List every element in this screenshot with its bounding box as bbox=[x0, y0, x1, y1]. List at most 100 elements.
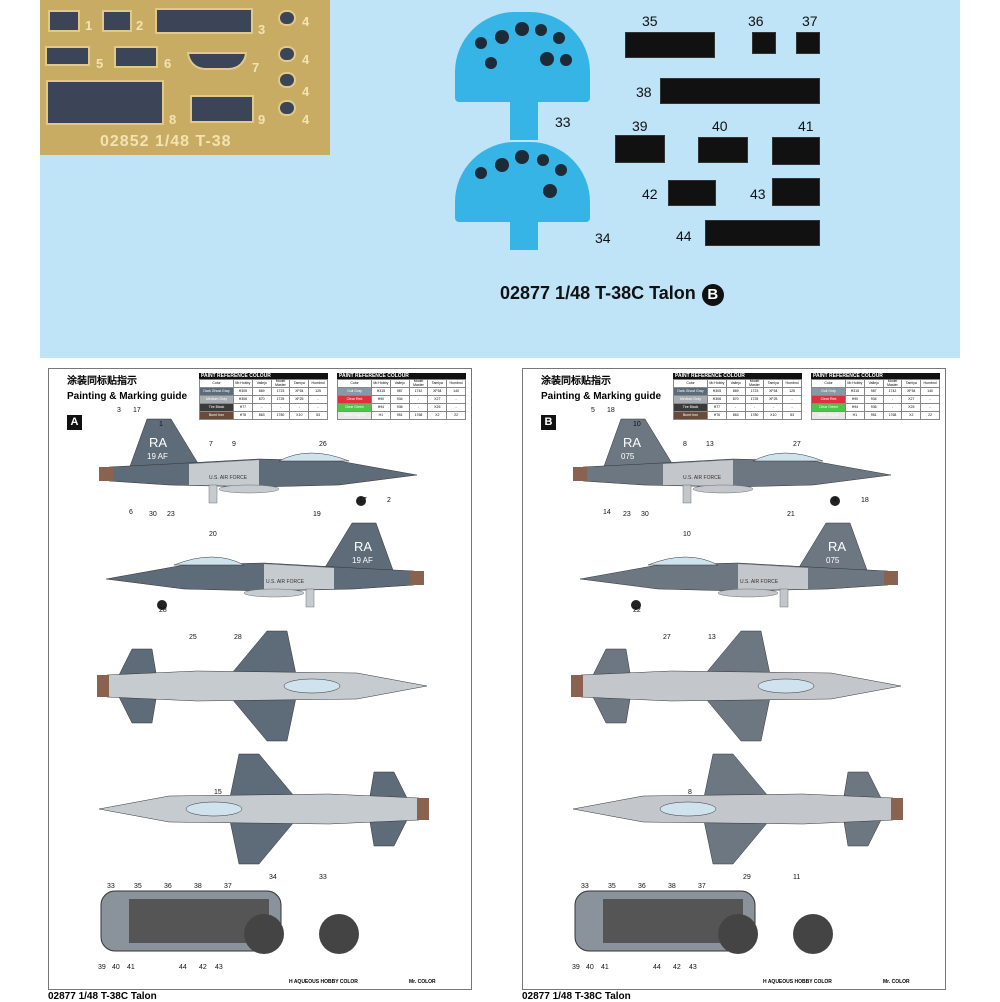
callout-number: 29 bbox=[743, 874, 751, 881]
callout-number: 27 bbox=[663, 634, 671, 641]
scheme-letter: B bbox=[541, 415, 556, 430]
aircraft-side-view: RA 19 AF U.S. AIR FORCE bbox=[99, 418, 418, 506]
decal-35 bbox=[625, 32, 715, 58]
instrument-panel-decal-33 bbox=[455, 12, 590, 102]
legend-mr-color: Mr. COLOR bbox=[409, 979, 436, 985]
callout-number: 28 bbox=[234, 634, 242, 641]
decal-number: 38 bbox=[636, 84, 652, 100]
guide-title-chinese: 涂装同标贴指示 bbox=[541, 376, 611, 387]
callout-number: 23 bbox=[167, 511, 175, 518]
tail-sub: 19 AF bbox=[147, 452, 168, 461]
tail-code: RA bbox=[354, 539, 372, 554]
cockpit-tub-parts bbox=[100, 890, 359, 954]
scheme-letter: A bbox=[67, 415, 82, 430]
fuselage-text: U.S. AIR FORCE bbox=[266, 579, 305, 585]
decal-44 bbox=[705, 220, 820, 246]
callout-number: 39 bbox=[98, 964, 106, 971]
callout-number: 33 bbox=[581, 883, 589, 890]
decal-41 bbox=[772, 137, 820, 165]
part-number: 4 bbox=[302, 84, 310, 99]
callout-number: 10 bbox=[683, 531, 691, 538]
decal-number: 40 bbox=[712, 118, 728, 134]
part-number: 6 bbox=[164, 56, 172, 71]
part-number: 4 bbox=[302, 112, 310, 127]
callout-number: 17 bbox=[359, 497, 367, 504]
decal-number: 43 bbox=[750, 186, 766, 202]
decal-38 bbox=[660, 78, 820, 104]
part-number: 1 bbox=[85, 18, 93, 33]
aircraft-plan-view bbox=[98, 753, 429, 865]
callout-number: 14 bbox=[603, 509, 611, 516]
aircraft-plan-view bbox=[572, 753, 903, 865]
callout-number: 37 bbox=[698, 883, 706, 890]
callout-number: 43 bbox=[215, 964, 223, 971]
callout-number: 36 bbox=[638, 883, 646, 890]
callout-number: 19 bbox=[313, 511, 321, 518]
tail-code: RA bbox=[623, 435, 641, 450]
guide-title-chinese: 涂装同标贴指示 bbox=[67, 376, 137, 387]
callout-number: 1 bbox=[159, 421, 163, 428]
callout-number: 20 bbox=[209, 531, 217, 538]
callout-number: 38 bbox=[194, 883, 202, 890]
guide-title: Painting & Marking guide bbox=[541, 391, 662, 402]
part-number: 3 bbox=[258, 22, 266, 37]
callout-number: 37 bbox=[224, 883, 232, 890]
footer-code: 02877 1/48 T-38C Talon bbox=[522, 991, 631, 1002]
callout-number: 41 bbox=[601, 964, 609, 971]
legend-aqueous: H AQUEOUS HOBBY COLOR bbox=[289, 979, 358, 985]
callout-number: 18 bbox=[861, 497, 869, 504]
callout-number: 42 bbox=[199, 964, 207, 971]
footer-code: 02877 1/48 T-38C Talon bbox=[48, 991, 157, 1002]
tail-code: RA bbox=[149, 435, 167, 450]
callout-number: 8 bbox=[683, 441, 687, 448]
instrument-panel-console bbox=[510, 210, 538, 250]
instrument-panel-decal-34 bbox=[455, 142, 590, 222]
decal-number: 44 bbox=[676, 228, 692, 244]
callout-number: 40 bbox=[586, 964, 594, 971]
callout-number: 18 bbox=[607, 407, 615, 414]
callout-number: 41 bbox=[127, 964, 135, 971]
decal-39 bbox=[615, 135, 665, 163]
decal-40 bbox=[698, 137, 748, 163]
callout-number: 39 bbox=[572, 964, 580, 971]
decal-number: 39 bbox=[632, 118, 648, 134]
tail-sub: 075 bbox=[621, 452, 635, 461]
aircraft-plan-view bbox=[97, 630, 428, 742]
callout-number: 21 bbox=[787, 511, 795, 518]
aircraft-plan-view bbox=[571, 630, 902, 742]
callout-number: 13 bbox=[706, 441, 714, 448]
callout-number: 30 bbox=[641, 511, 649, 518]
aircraft-side-view: RA 19 AF U.S. AIR FORCE bbox=[105, 522, 424, 610]
sheet-letter-badge: B bbox=[701, 284, 724, 306]
callout-number: 25 bbox=[189, 634, 197, 641]
aircraft-side-view: RA 075 U.S. AIR FORCE bbox=[573, 418, 892, 506]
decal-37 bbox=[796, 32, 820, 54]
aircraft-side-view: RA 075 U.S. AIR FORCE bbox=[579, 522, 898, 610]
callout-number: 13 bbox=[708, 634, 716, 641]
fuselage-text: U.S. AIR FORCE bbox=[209, 475, 248, 481]
callout-number: 7 bbox=[209, 441, 213, 448]
callout-number: 30 bbox=[149, 511, 157, 518]
instrument-panel-console bbox=[510, 90, 538, 140]
callout-number: 23 bbox=[623, 511, 631, 518]
part-number: 7 bbox=[252, 60, 260, 75]
callout-number: 44 bbox=[179, 964, 187, 971]
decal-number: 42 bbox=[642, 186, 658, 202]
guide-title: Painting & Marking guide bbox=[67, 391, 188, 402]
legend-aqueous: H AQUEOUS HOBBY COLOR bbox=[763, 979, 832, 985]
decal-number: 33 bbox=[555, 114, 571, 130]
painting-guide-panel-b: 涂装同标贴指示 Painting & Marking guide B PAINT … bbox=[522, 368, 946, 990]
callout-number: 33 bbox=[319, 874, 327, 881]
callout-number: 17 bbox=[133, 407, 141, 414]
callout-number: 3 bbox=[117, 407, 121, 414]
